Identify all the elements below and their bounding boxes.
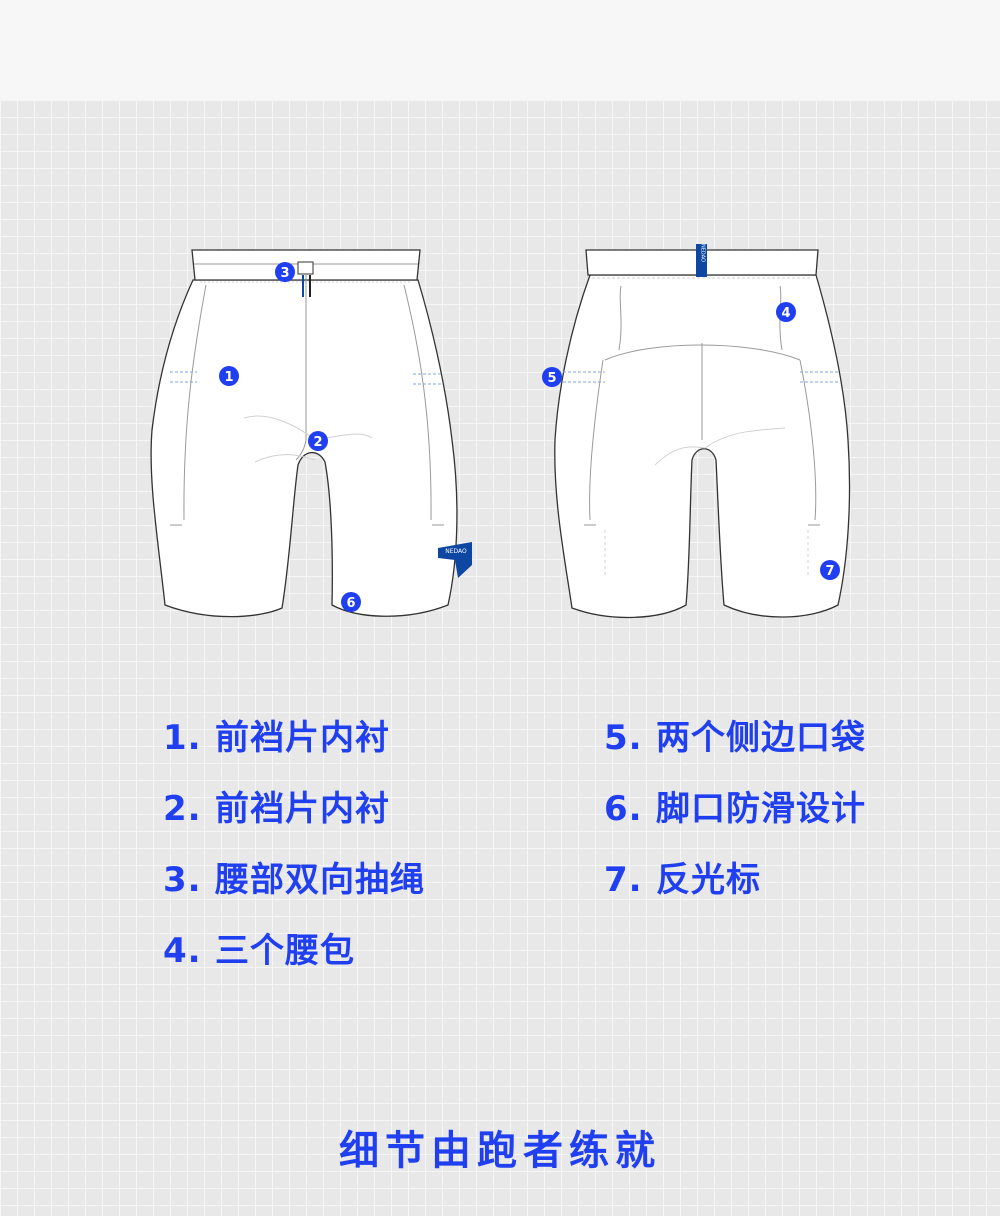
feature-label: 腰部双向抽绳 (215, 860, 425, 900)
feature-number: 3. (163, 860, 202, 900)
svg-text:2: 2 (313, 435, 322, 450)
feature-number: 6. (604, 789, 643, 829)
svg-text:1: 1 (224, 370, 233, 385)
feature-number: 1. (163, 718, 202, 758)
feature-number: 4. (163, 931, 202, 971)
feature-item: 2. 前裆片内衬 (163, 781, 390, 830)
back-view: NEDAO (554, 244, 851, 619)
marker-3: 3 (275, 262, 295, 282)
svg-text:NEDAO: NEDAO (700, 244, 706, 262)
feature-label: 前裆片内衬 (215, 789, 390, 829)
marker-7: 7 (820, 560, 840, 580)
marker-6: 6 (341, 592, 361, 612)
feature-item: 1. 前裆片内衬 (163, 710, 390, 759)
marker-4: 4 (776, 302, 796, 322)
svg-text:3: 3 (280, 266, 289, 281)
feature-item: 4. 三个腰包 (163, 923, 355, 972)
feature-number: 5. (604, 718, 643, 758)
svg-text:5: 5 (547, 371, 556, 386)
marker-5: 5 (542, 367, 562, 387)
svg-text:6: 6 (346, 596, 355, 611)
feature-item: 5. 两个侧边口袋 (604, 710, 866, 759)
marker-1: 1 (219, 366, 239, 386)
feature-label: 前裆片内衬 (215, 718, 390, 758)
grid-background (0, 100, 1000, 1216)
nedao-logo: NEDAO (438, 542, 472, 578)
svg-text:7: 7 (825, 564, 834, 579)
svg-text:4: 4 (781, 306, 790, 321)
feature-label: 脚口防滑设计 (656, 789, 866, 829)
top-band (0, 0, 1000, 100)
shorts-diagram: .outline { fill: #ffffff; stroke: #33333… (150, 244, 851, 619)
marker-2: 2 (308, 431, 328, 451)
svg-text:NEDAO: NEDAO (445, 548, 467, 555)
front-view (150, 249, 458, 618)
feature-label: 三个腰包 (215, 931, 355, 971)
feature-label: 反光标 (656, 860, 761, 900)
feature-label: 两个侧边口袋 (656, 718, 866, 758)
feature-item: 6. 脚口防滑设计 (604, 781, 866, 830)
tagline: 细节由跑者练就 (339, 1128, 661, 1174)
feature-item: 7. 反光标 (604, 852, 761, 901)
feature-number: 7. (604, 860, 643, 900)
feature-number: 2. (163, 789, 202, 829)
feature-item: 3. 腰部双向抽绳 (163, 852, 425, 901)
